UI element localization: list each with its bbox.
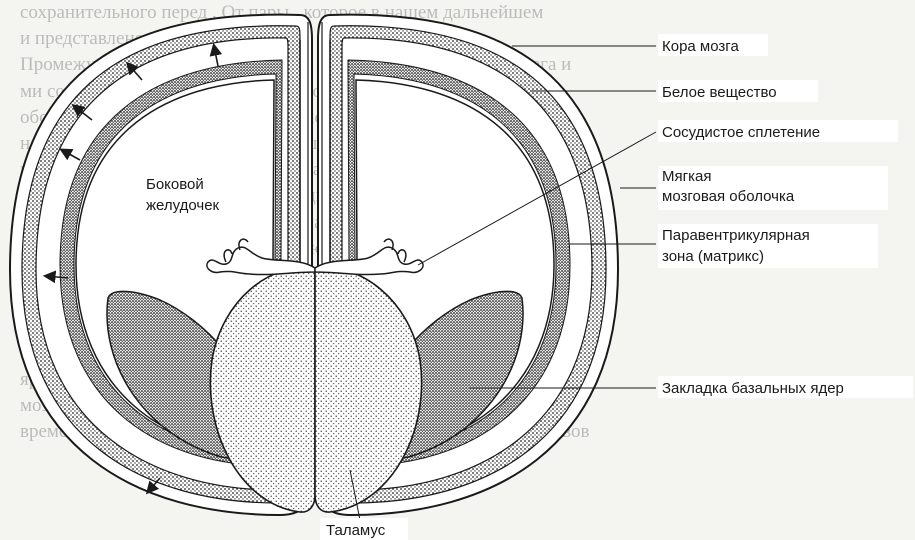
label-paraventricular-line2: зона (матрикс): [662, 248, 764, 265]
label-lateral-ventricle-line2: желудочек: [146, 197, 220, 214]
thalamus-pair: [210, 267, 421, 512]
label-basal-nuclei: Закладка базальных ядер: [662, 380, 844, 397]
label-choroid-plexus: Сосудистое сплетение: [662, 124, 820, 141]
label-thalamus: Таламус: [326, 522, 386, 539]
label-white-matter: Белое вещество: [662, 84, 777, 101]
label-cortex: Кора мозга: [662, 38, 739, 55]
label-pia-line1: Мягкая: [662, 168, 711, 185]
label-paraventricular-line1: Паравентрикулярная: [662, 227, 810, 244]
label-lateral-ventricle-line1: Боковой: [146, 176, 204, 193]
label-pia-line2: мозговая оболочка: [662, 188, 795, 205]
